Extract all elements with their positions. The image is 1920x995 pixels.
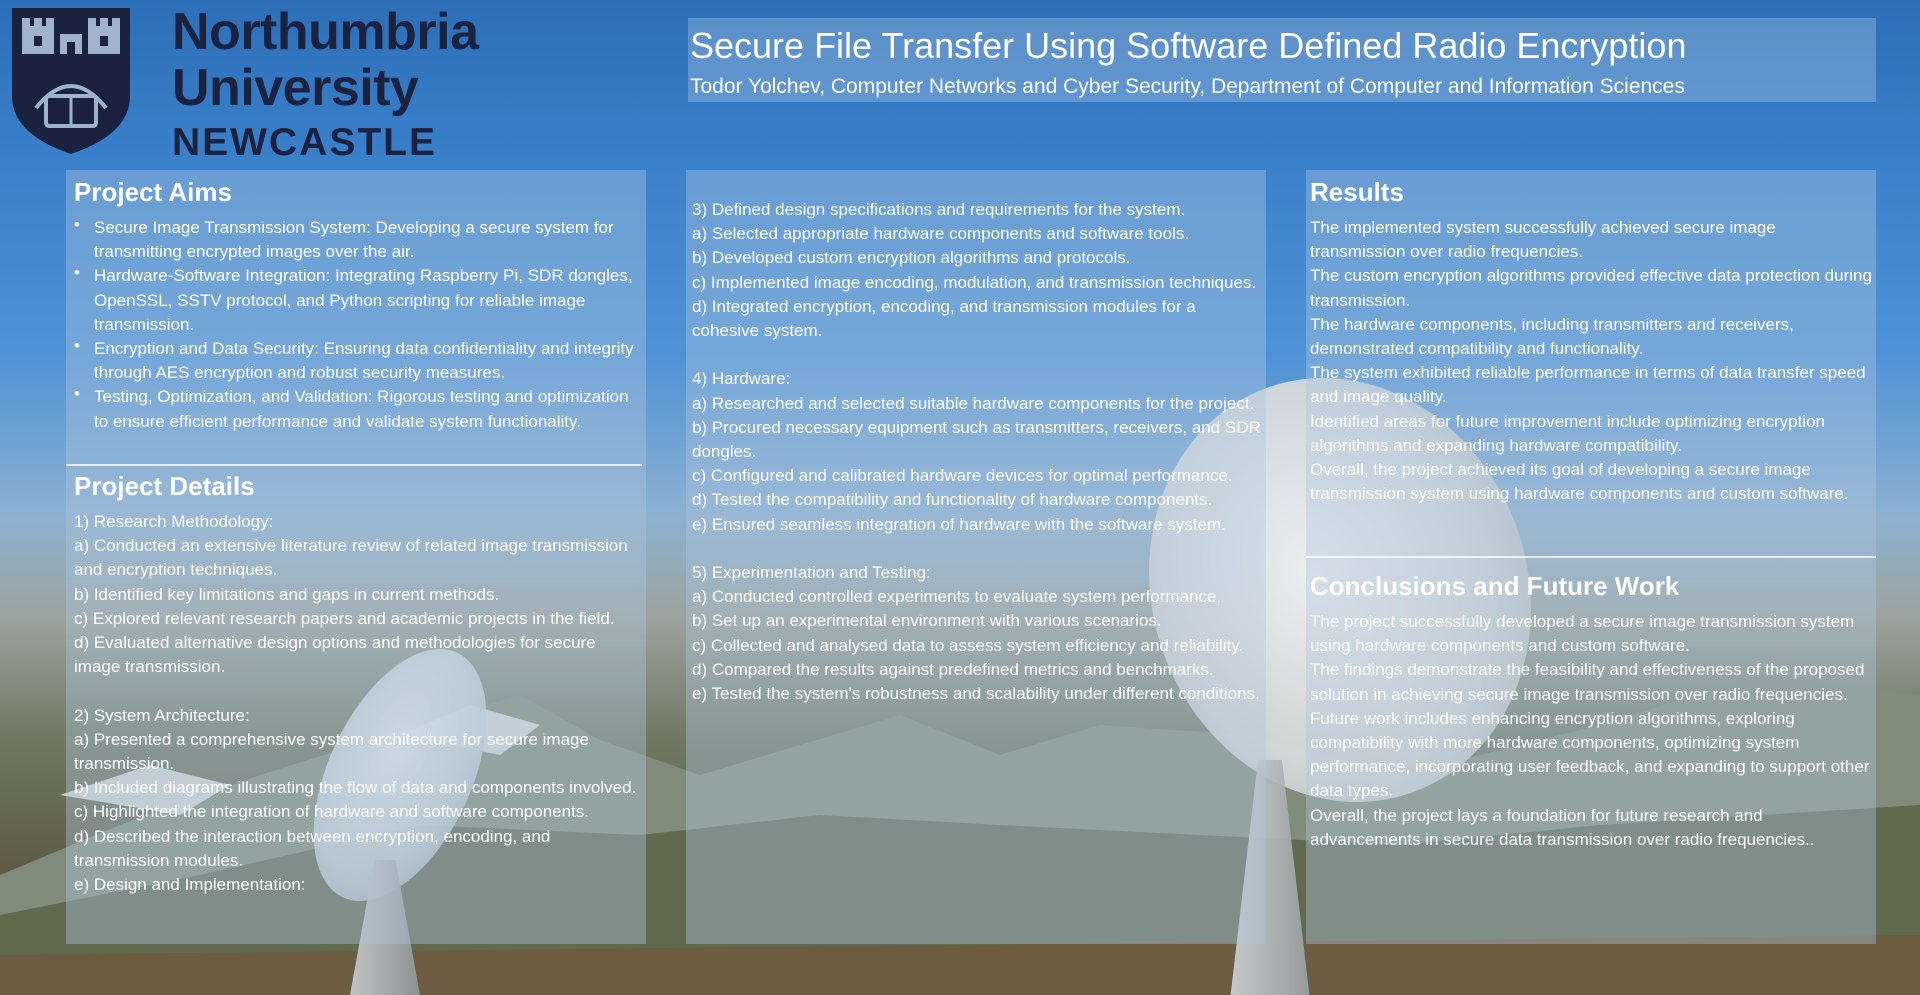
aims-item: Secure Image Transmission System: Develo… [74, 213, 639, 264]
crest-icon [12, 8, 130, 154]
line-gap [692, 537, 1264, 561]
aims-item: Encryption and Data Security: Ensuring d… [74, 334, 639, 385]
middle-line: e) Tested the system's robustness and sc… [692, 684, 1260, 704]
middle-line: a) Conducted controlled experiments to e… [692, 587, 1222, 607]
aims-heading: Project Aims [74, 177, 232, 207]
middle-line: b) Set up an experimental environment wi… [692, 611, 1162, 631]
middle-body: 3) Defined design specifications and req… [692, 198, 1264, 706]
details-line: d) Evaluated alternative design options … [74, 633, 596, 677]
results-line: The system exhibited reliable performanc… [1310, 363, 1866, 407]
details-body: 1) Research Methodology: a) Conducted an… [74, 510, 639, 897]
poster-authors: Todor Yolchev, Computer Networks and Cyb… [690, 75, 1685, 98]
results-line: The hardware components, including trans… [1310, 314, 1794, 359]
results-line: Overall, the project achieved its goal o… [1310, 460, 1849, 504]
details-heading: Project Details [74, 471, 255, 501]
conclusions-line: Future work includes enhancing encryptio… [1310, 708, 1870, 801]
middle-line: d) Compared the results against predefin… [692, 659, 1214, 679]
middle-line: d) Integrated encryption, encoding, and … [692, 296, 1196, 341]
results-body: The implemented system successfully achi… [1310, 216, 1875, 506]
aims-list: Secure Image Transmission System: Develo… [74, 213, 639, 434]
conclusions-line: The findings demonstrate the feasibility… [1310, 660, 1865, 704]
middle-line: e) Ensured seamless integration of hardw… [692, 514, 1226, 534]
details-line: b) Identified key limitations and gaps i… [74, 584, 500, 604]
logo-line-3: NEWCASTLE [172, 121, 437, 164]
conclusions-line: The project successfully developed a sec… [1310, 612, 1855, 656]
aims-item: Hardware-Software Integration: Integrati… [74, 261, 639, 337]
middle-line: 5) Experimentation and Testing: [692, 563, 931, 583]
details-line: a) Conducted an extensive literature rev… [74, 536, 628, 580]
section-divider [66, 464, 642, 466]
details-line: 2) System Architecture: [74, 705, 250, 725]
middle-line: c) Implemented image encoding, modulatio… [692, 272, 1257, 292]
left-panel: Project Aims Secure Image Transmission S… [66, 170, 646, 944]
middle-line: b) Developed custom encryption algorithm… [692, 248, 1131, 268]
poster-title: Secure File Transfer Using Software Defi… [690, 25, 1687, 66]
conclusions-heading: Conclusions and Future Work [1310, 571, 1680, 601]
middle-line: c) Collected and analysed data to assess… [692, 635, 1244, 655]
section-divider [1306, 556, 1876, 558]
details-line: b) Included diagrams illustrating the fl… [74, 778, 637, 798]
middle-line: a) Researched and selected suitable hard… [692, 393, 1255, 413]
details-line: e) Design and Implementation: [74, 875, 306, 895]
results-heading: Results [1310, 177, 1404, 207]
logo-line-2: University [172, 59, 419, 117]
details-line: a) Presented a comprehensive system arch… [74, 729, 589, 774]
details-line: 1) Research Methodology: [74, 512, 274, 531]
right-panel: Results The implemented system successfu… [1306, 170, 1876, 944]
conclusions-body: The project successfully developed a sec… [1310, 610, 1875, 852]
details-line: c) Highlighted the integration of hardwa… [74, 802, 590, 822]
logo-line-1: Northumbria [172, 3, 479, 61]
logo-wordmark: Northumbria University NEWCASTLE [172, 4, 479, 166]
results-line: The custom encryption algorithms provide… [1310, 266, 1872, 310]
middle-line: b) Procured necessary equipment such as … [692, 417, 1261, 462]
details-line: d) Described the interaction between enc… [74, 826, 551, 870]
details-line: c) Explored relevant research papers and… [74, 608, 615, 628]
results-line: Identified areas for future improvement … [1310, 411, 1825, 455]
middle-line: d) Tested the compatibility and function… [692, 490, 1213, 510]
title-banner: Secure File Transfer Using Software Defi… [688, 18, 1876, 102]
results-line: The implemented system successfully achi… [1310, 218, 1776, 262]
middle-panel: 3) Defined design specifications and req… [686, 170, 1266, 944]
middle-line: a) Selected appropriate hardware compone… [692, 224, 1190, 244]
middle-line: c) Configured and calibrated hardware de… [692, 466, 1233, 486]
middle-line: 4) Hardware: [692, 369, 791, 389]
conclusions-line: Overall, the project lays a foundation f… [1310, 805, 1815, 849]
aims-item: Testing, Optimization, and Validation: R… [74, 382, 639, 433]
middle-line: 3) Defined design specifications and req… [692, 200, 1186, 219]
line-gap [74, 679, 639, 703]
university-logo: Northumbria University NEWCASTLE [8, 4, 528, 164]
line-gap [692, 343, 1264, 367]
